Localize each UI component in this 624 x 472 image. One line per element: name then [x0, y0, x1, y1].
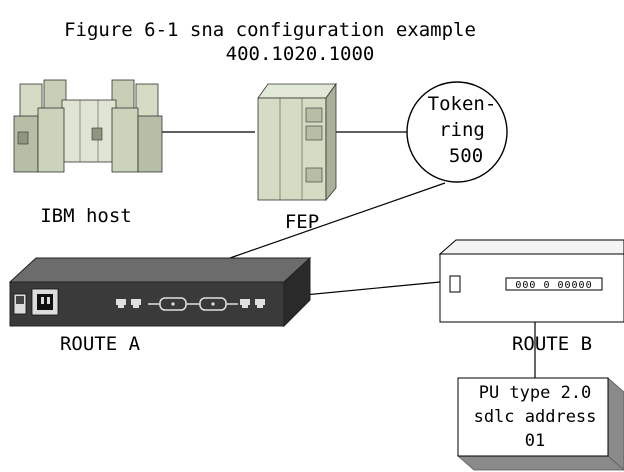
pu-device-box: [456, 377, 624, 471]
fep-label: FEP: [285, 211, 319, 233]
route-b-indicator: [449, 275, 461, 293]
token-ring-label-line2: ring: [439, 119, 485, 141]
token-ring-label-line1: Token-: [428, 93, 497, 115]
route-b-router-icon: [438, 239, 624, 323]
figure-subtitle: 400.1020.1000: [226, 43, 375, 65]
route-b-display: 000 0 00000: [515, 280, 592, 291]
route-a-label: ROUTE A: [60, 333, 141, 355]
figure-title: Figure 6-1 sna configuration example: [64, 19, 476, 41]
token-ring-node: [406, 81, 508, 183]
route-a-router-icon: [8, 256, 312, 328]
token-ring-label-line3: 500: [449, 145, 483, 167]
pu-sdlc-text: sdlc address: [474, 407, 597, 427]
ibm-host-icon: [13, 79, 163, 173]
route-a-route-b-link: [293, 281, 441, 297]
pu-type-text: PU type 2.0: [479, 383, 592, 403]
route-b-label: ROUTE B: [512, 333, 592, 355]
ring-route-a-link: [229, 182, 446, 259]
pu-address-text: 01: [525, 431, 545, 451]
fep-icon: [257, 82, 337, 202]
ibm-host-label: IBM host: [40, 205, 132, 227]
